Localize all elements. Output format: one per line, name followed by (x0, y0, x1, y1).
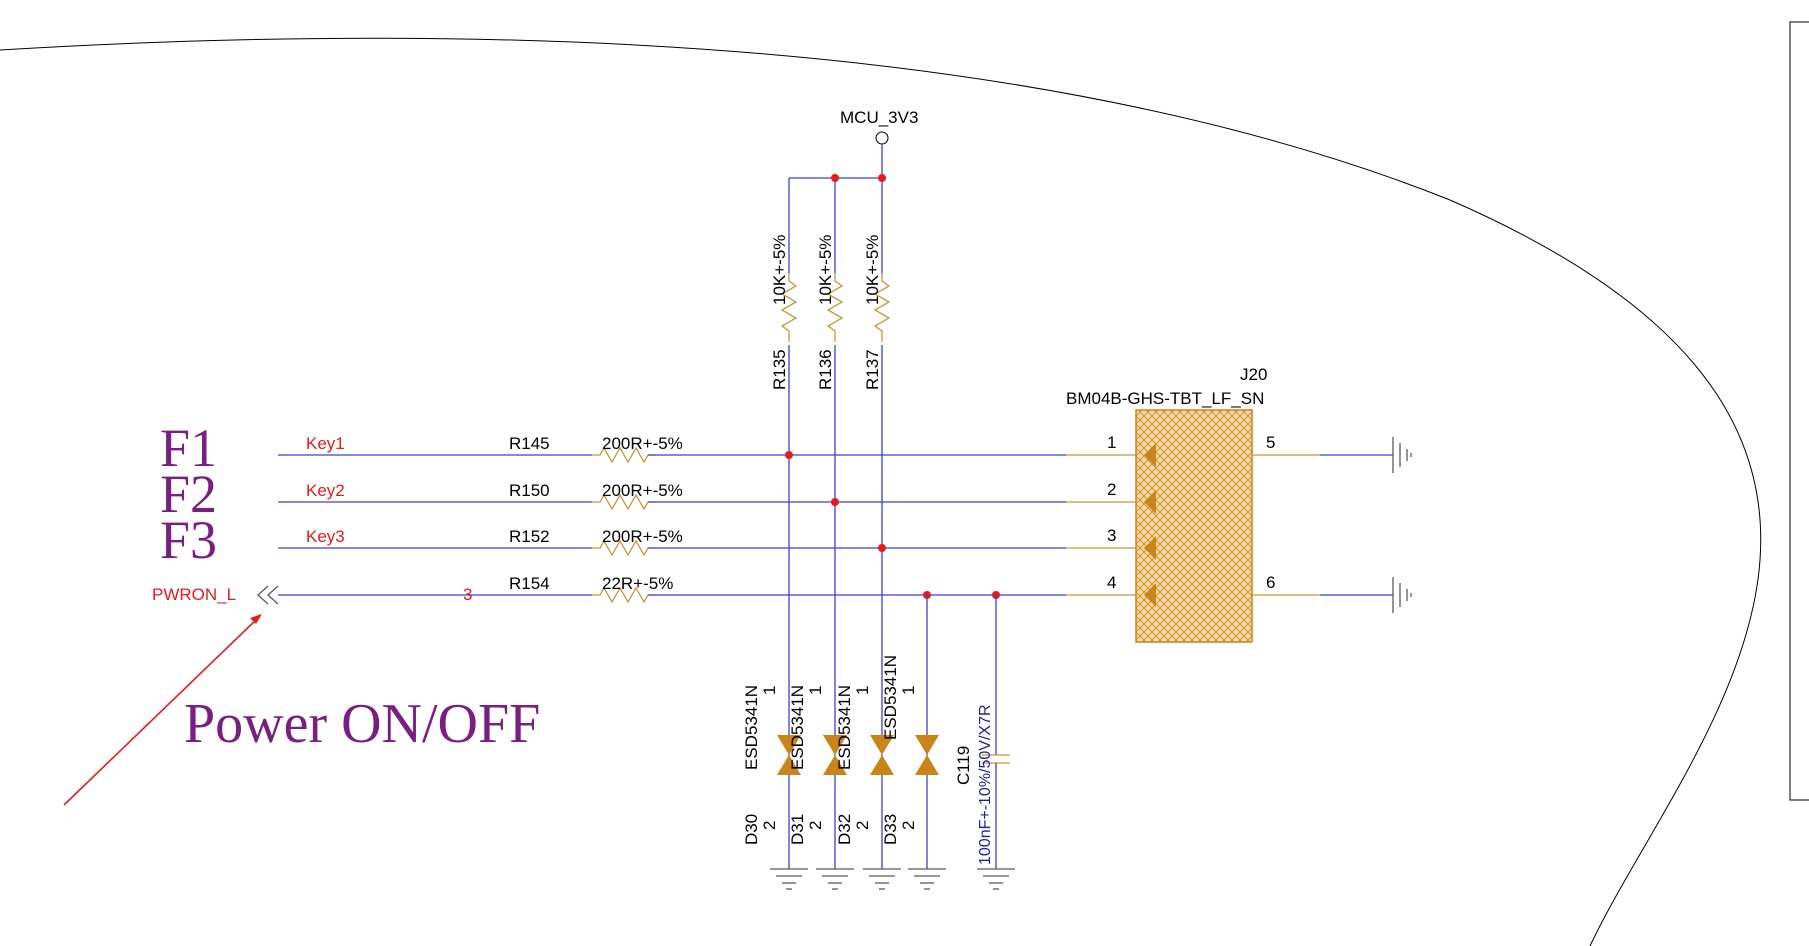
key3-net-label: Key3 (306, 527, 345, 546)
key3-line: Key3 R152 200R+-5% (278, 527, 1136, 557)
r152-value: 200R+-5% (602, 527, 683, 546)
pwron-pin-marker: 3 (463, 585, 472, 604)
r135-ref: R135 (770, 349, 789, 390)
c119-ref: C119 (954, 746, 973, 785)
ground-icon (1392, 437, 1412, 473)
j20-pin-3: 3 (1107, 526, 1116, 545)
key1-line: Key1 R145 200R+-5% (278, 434, 1136, 464)
ground-icon (863, 868, 901, 890)
r150-value: 200R+-5% (602, 481, 683, 500)
page-frame (1789, 21, 1809, 801)
d32-pin-bot: 2 (853, 821, 872, 830)
r154-value: 22R+-5% (602, 574, 673, 593)
key-f2-label: F2 (160, 464, 217, 524)
d33-ref: D33 (881, 814, 900, 845)
junction-dots (785, 174, 1000, 599)
r137-value: 10K+-5% (863, 235, 882, 305)
ground-stubs (788, 855, 997, 869)
r152-ref: R152 (509, 527, 550, 546)
c119-value: 100nF+-10%/50V/X7R (977, 704, 994, 865)
ground-icon (908, 868, 946, 890)
d32-pin-top: 1 (853, 686, 872, 695)
power-onoff-annotation: Power ON/OFF (184, 693, 540, 755)
r136-ref: R136 (816, 349, 835, 390)
j20-part: BM04B-GHS-TBT_LF_SN (1066, 389, 1264, 408)
d30-ref: D30 (742, 814, 761, 845)
j20-pin-2: 2 (1107, 480, 1116, 499)
capacitor-c119: C119 100nF+-10%/50V/X7R (954, 595, 1010, 865)
pwron-line: PWRON_L 3 R154 22R+-5% (152, 574, 1136, 605)
power-symbol-mcu-3v3: MCU_3V3 (840, 108, 918, 178)
d30-pin-top: 1 (760, 686, 779, 695)
key2-net-label: Key2 (306, 481, 345, 500)
highlight-ellipse (0, 37, 1762, 946)
j20-ref: J20 (1240, 365, 1267, 384)
power-net-label: MCU_3V3 (840, 108, 918, 127)
offpage-connector-icon (257, 585, 279, 605)
d33-part: ESD5341N (881, 655, 900, 740)
r150-ref: R150 (509, 481, 550, 500)
d31-pin-top: 1 (806, 686, 825, 695)
annotation-arrow (63, 614, 262, 806)
d30-pin-bot: 2 (760, 821, 779, 830)
pullup-resistors (780, 273, 891, 342)
d30-part: ESD5341N (742, 685, 761, 770)
connector-j20: J20 BM04B-GHS-TBT_LF_SN 1 2 3 4 5 6 (1066, 365, 1393, 643)
ground-icon (816, 868, 854, 890)
r154-ref: R154 (509, 574, 550, 593)
d31-part: ESD5341N (788, 685, 807, 770)
ground-icon (977, 868, 1015, 890)
j20-pin-5: 5 (1266, 433, 1275, 452)
d33-pin-top: 1 (899, 686, 918, 695)
key-f3-label: F3 (160, 510, 217, 570)
r145-value: 200R+-5% (602, 434, 683, 453)
d33-pin-bot: 2 (899, 821, 918, 830)
key1-net-label: Key1 (306, 434, 345, 453)
r135-value: 10K+-5% (770, 235, 789, 305)
d31-pin-bot: 2 (806, 821, 825, 830)
d31-ref: D31 (788, 814, 807, 845)
ground-icon (770, 868, 808, 890)
r136-value: 10K+-5% (816, 235, 835, 305)
key2-line: Key2 R150 200R+-5% (278, 481, 1136, 511)
j20-pin-1: 1 (1107, 433, 1116, 452)
ground-icon (1392, 577, 1412, 613)
pullup-labels: 10K+-5% R135 10K+-5% R136 10K+-5% R137 (770, 235, 882, 390)
j20-pin-6: 6 (1266, 573, 1275, 592)
j20-pin-4: 4 (1107, 573, 1116, 592)
key-f1-label: F1 (160, 418, 217, 478)
r137-ref: R137 (863, 349, 882, 390)
pwron-net-label: PWRON_L (152, 585, 236, 604)
d32-part: ESD5341N (835, 685, 854, 770)
d32-ref: D32 (835, 814, 854, 845)
esd-diodes: ESD5341N 1 D30 2 ESD5341N 1 D31 2 ESD534… (742, 595, 939, 855)
r145-ref: R145 (509, 434, 550, 453)
